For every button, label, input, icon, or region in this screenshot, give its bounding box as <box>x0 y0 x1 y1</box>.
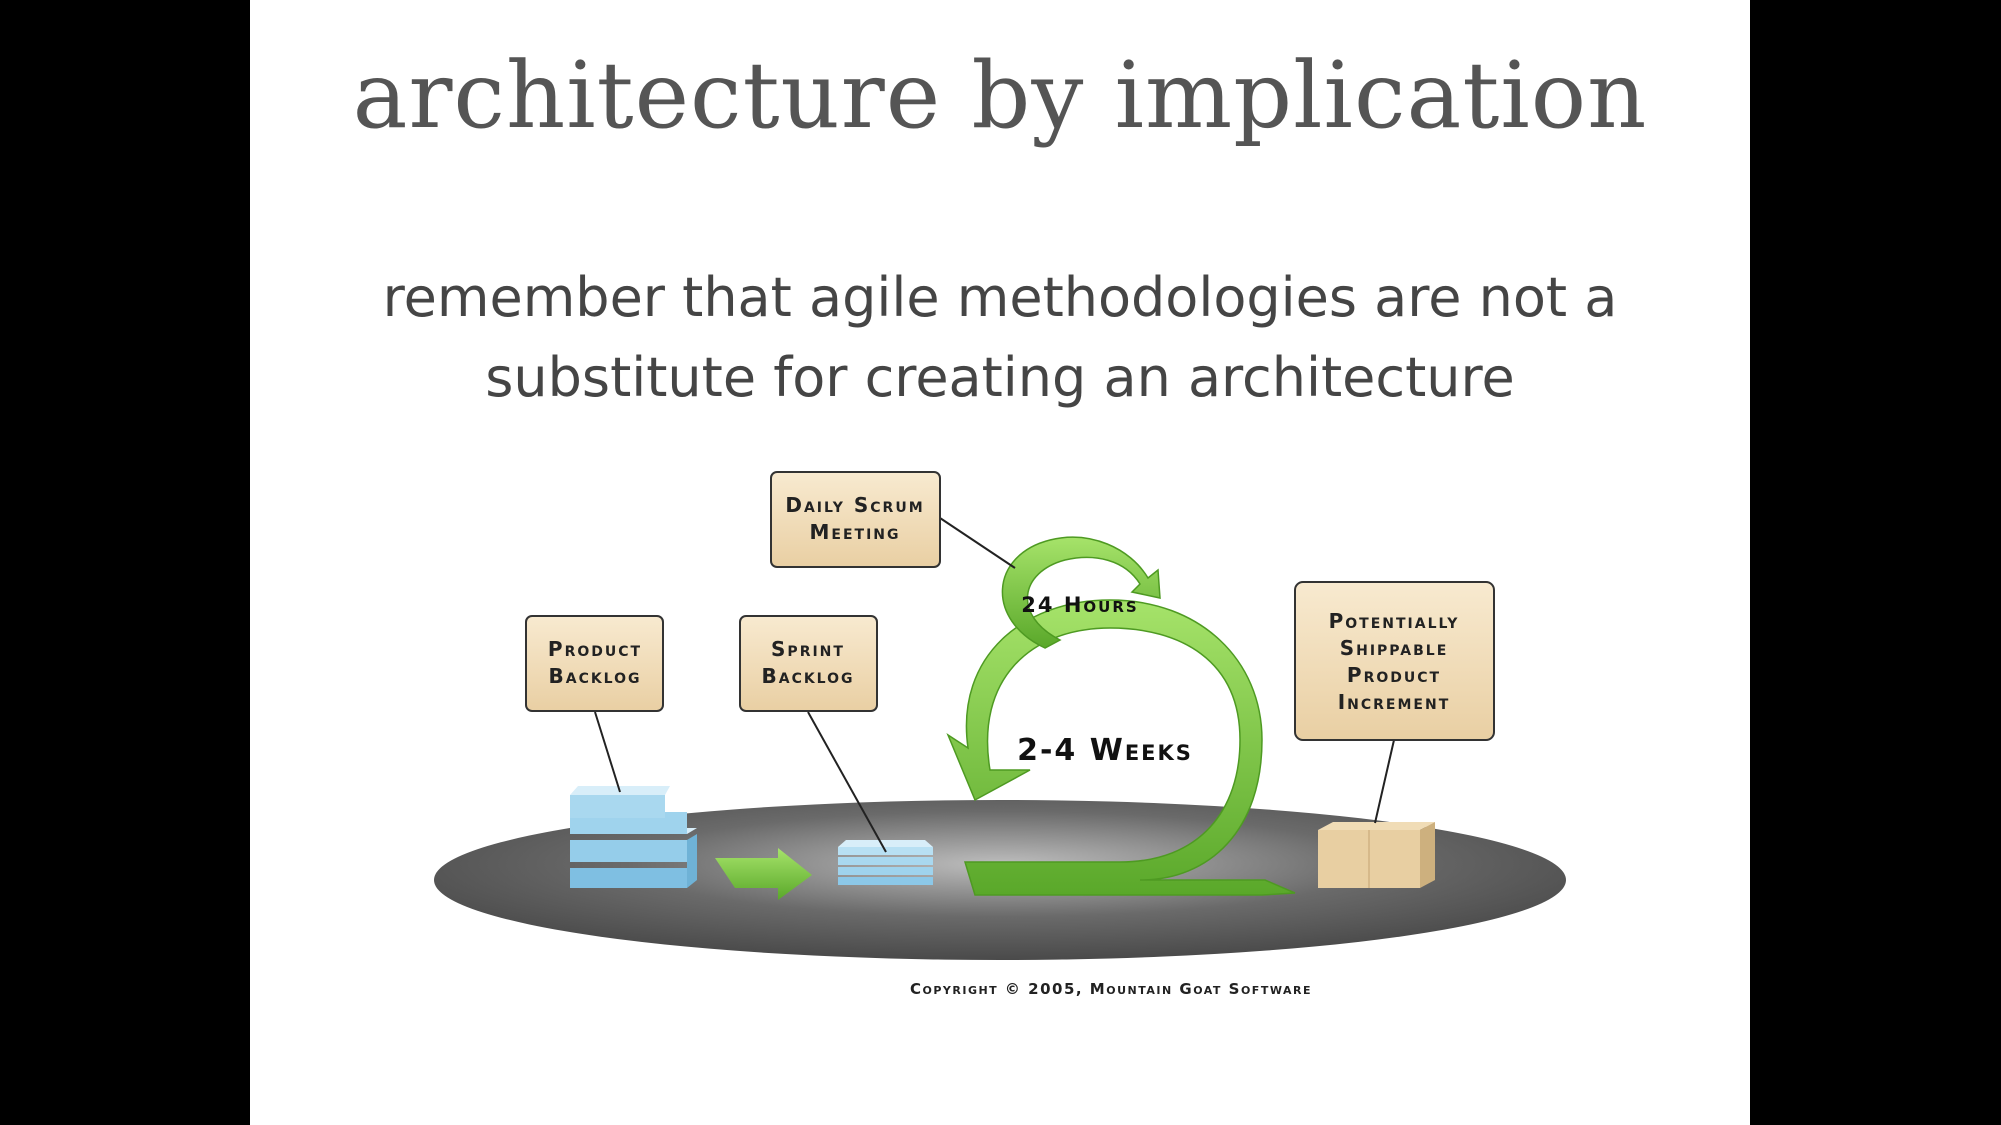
leader-increment <box>1374 739 1395 824</box>
label-increment-line-1: Potentially <box>1329 609 1460 633</box>
sprint-backlog-stack <box>838 840 933 885</box>
label-increment: Potentially Shippable Product Increment <box>1294 581 1495 741</box>
label-24-hours: 24 Hours <box>1021 593 1138 617</box>
copyright-notice: Copyright © 2005, Mountain Goat Software <box>910 980 1312 998</box>
leader-sprint-backlog <box>807 711 887 853</box>
leader-daily-scrum <box>939 517 1016 569</box>
slide-subtitle: remember that agile methodologies are no… <box>250 258 1750 418</box>
slide-title: architecture by implication <box>352 42 1648 149</box>
label-product-backlog-line-2: Backlog <box>548 664 641 688</box>
product-backlog-stack <box>570 786 697 888</box>
label-daily-scrum-line-1: Daily Scrum <box>785 493 924 517</box>
label-increment-line-2: Shippable <box>1340 636 1449 660</box>
label-increment-line-3: Product <box>1347 663 1441 687</box>
shipping-box <box>1318 822 1435 888</box>
subtitle-line-2: substitute for creating an architecture <box>485 346 1515 409</box>
small-green-arrow <box>715 848 812 900</box>
label-product-backlog-line-1: Product <box>548 637 642 661</box>
sprint-loop-arrow <box>946 599 1296 896</box>
subtitle-line-1: remember that agile methodologies are no… <box>382 266 1618 329</box>
loop-labels: 24 Hours 2-4 Weeks <box>1017 593 1193 768</box>
daily-loop-arrow <box>1001 536 1161 649</box>
label-2-4-weeks: 2-4 Weeks <box>1017 733 1193 768</box>
leader-product-backlog <box>594 711 621 793</box>
label-sprint-backlog-line-1: Sprint <box>771 637 845 661</box>
label-increment-line-4: Increment <box>1338 690 1451 714</box>
label-daily-scrum-line-2: Meeting <box>810 520 901 544</box>
label-daily-scrum: Daily Scrum Meeting <box>770 471 941 568</box>
label-sprint-backlog: Sprint Backlog <box>739 615 878 712</box>
label-product-backlog: Product Backlog <box>525 615 664 712</box>
label-sprint-backlog-line-2: Backlog <box>761 664 854 688</box>
